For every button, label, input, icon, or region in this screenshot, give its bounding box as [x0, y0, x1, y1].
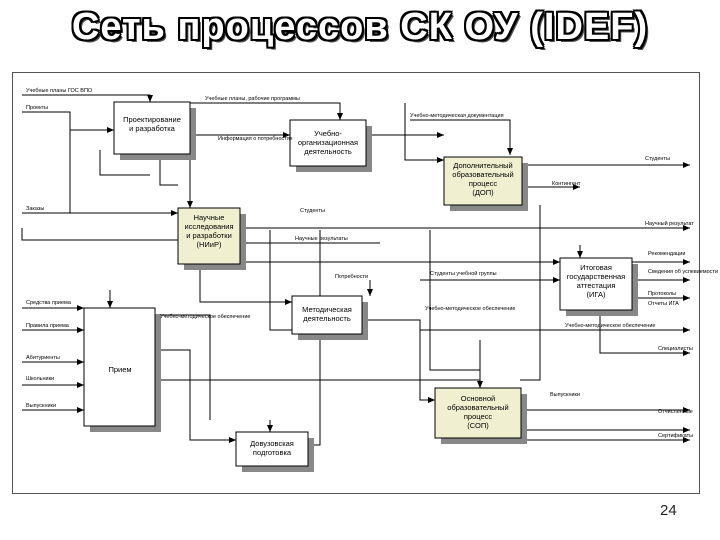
arrow-label-internal-edu_docs: Учебно-методическая документация — [410, 113, 504, 119]
arrow-label-internal-graduates: Выпускники — [550, 392, 580, 398]
arrow-label-internal-needs: Потребности — [335, 274, 368, 280]
arrow-label-internal-programs: Учебные планы, рабочие программы — [205, 96, 300, 102]
arrow-label-outputs-sci: Научный результат — [645, 220, 694, 227]
diagram-frame — [12, 72, 700, 494]
arrow-label-inputs-rules: Правила приема — [26, 323, 70, 329]
arrow-label-outputs-edu_support: Учебно-методическое обеспечение — [565, 323, 655, 329]
arrow-label-internal-contingent: Контингент — [552, 181, 581, 187]
arrow-label-internal-students_in: Студенты — [300, 208, 325, 214]
arrow-label-inputs-gos: Учебные планы ГОС ВПО — [26, 88, 93, 94]
box-label-educorg: Учебно- — [314, 129, 342, 138]
box-label-preuniv: Довузовская — [250, 439, 294, 448]
box-label-method: Методическая — [302, 305, 352, 314]
box-label-dop: (ДОП) — [472, 188, 494, 197]
slide-title: Сеть процессов СК ОУ (IDEF) — [71, 6, 649, 48]
arrow-label-internal-teaching_res2: Учебно-методическое обеспечение — [160, 314, 250, 320]
box-design — [113, 101, 191, 155]
box-nir — [177, 207, 241, 265]
page-number: 24 — [660, 502, 677, 519]
arrow-label-inputs-pupils: Школьники — [26, 376, 54, 382]
arrow-label-outputs-dismissed: Отчисленные — [658, 409, 693, 415]
box-label-design: Проектирование — [123, 115, 181, 124]
box-label-dop: Дополнительный — [453, 161, 512, 170]
box-label-preuniv: подготовка — [253, 448, 292, 457]
arrow-label-internal-sci_result: Научные результаты — [295, 236, 348, 242]
arrow-labels: Учебные планы ГОС ВПО ПроектыЗаказыСредст… — [26, 88, 718, 439]
arrow-label-inputs-means: Средства приема — [26, 300, 72, 306]
box-label-nir: и разработки — [186, 231, 232, 240]
arrow-label-outputs-grad_report: Отчеты ИГА — [648, 301, 679, 307]
box-label-iga: государственная — [567, 272, 625, 281]
arrow-label-outputs-recommendations: Рекомендации — [648, 251, 685, 257]
box-label-nir: (НИиР) — [197, 240, 222, 249]
box-label-iga: (ИГА) — [587, 290, 606, 299]
box-label-sop: Основной — [461, 394, 495, 403]
box-label-sop: процесс — [464, 412, 493, 421]
box-label-admission: Прием — [108, 365, 131, 374]
box-label-dop: образовательный — [452, 170, 513, 179]
box-educorg — [289, 119, 367, 167]
box-label-iga: Итоговая — [580, 263, 612, 272]
box-iga — [559, 257, 633, 311]
arrow-label-inputs-grants: Заказы — [26, 206, 44, 212]
box-label-design: и разработка — [129, 124, 175, 133]
box-label-nir: исследования — [184, 222, 233, 231]
box-label-educorg: организационная — [298, 138, 358, 147]
arrow-label-internal-info: Информация о потребностях — [218, 136, 293, 142]
arrow-label-inputs-graduates_school: Выпускники — [26, 403, 56, 409]
arrow-label-inputs-applicants: Абитуриенты — [26, 355, 60, 361]
process-boxes — [83, 101, 635, 469]
box-method — [291, 295, 363, 335]
arrow-label-outputs-students: Студенты — [645, 156, 670, 162]
arrow-label-outputs-protocols: Протоколы — [648, 291, 676, 297]
box-label-dop: процесс — [469, 179, 498, 188]
connectors — [21, 94, 690, 446]
box-preuniv — [235, 431, 309, 467]
box-dop — [443, 156, 523, 206]
box-label-sop: образовательный — [447, 403, 508, 412]
arrow-label-inputs-requests: Проекты — [26, 105, 48, 111]
arrow-label-outputs-specialists: Специалисты — [658, 346, 693, 352]
arrow-label-internal-cohort: Студенты учебной группы — [430, 270, 497, 277]
box-label-sop: (СОП) — [467, 421, 489, 430]
arrow-label-outputs-diplomas: Сведения об успеваемости — [648, 269, 718, 275]
arrow-label-outputs-certificates: Сертификаты — [658, 433, 693, 439]
box-label-method: деятельность — [303, 314, 351, 323]
box-admission — [83, 307, 156, 427]
arrow-label-internal-teaching_res: Учебно-методическое обеспечение — [425, 306, 515, 312]
box-label-iga: аттестация — [577, 281, 616, 290]
box-sop — [434, 387, 522, 439]
box-label-educorg: деятельность — [304, 147, 352, 156]
box-label-nir: Научные — [194, 213, 225, 222]
